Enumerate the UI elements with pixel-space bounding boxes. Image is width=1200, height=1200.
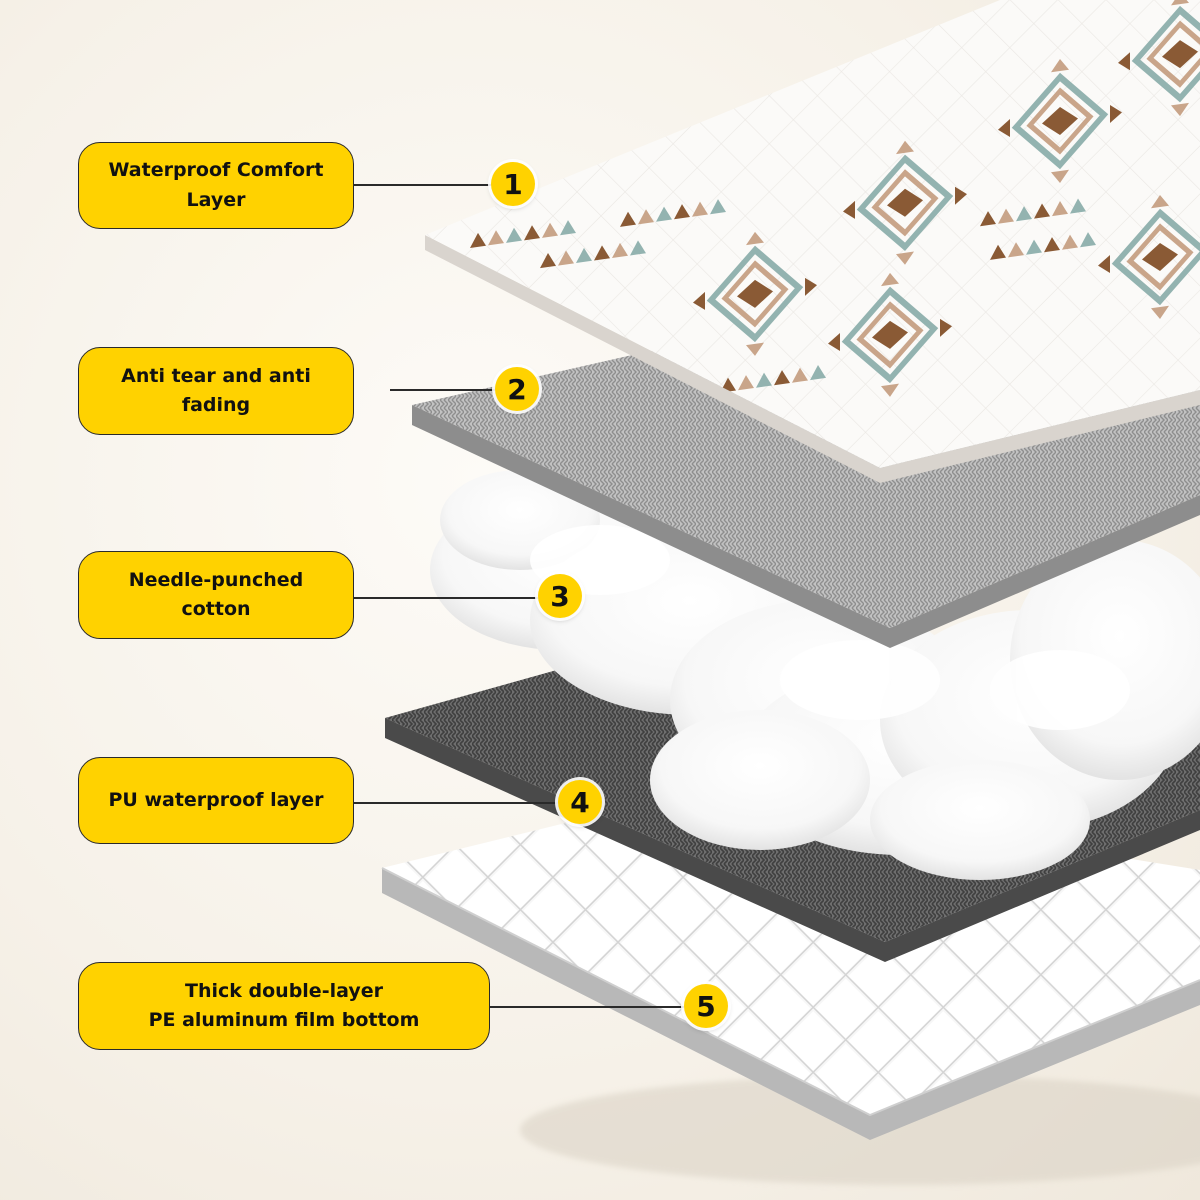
connector-layer-4: [354, 802, 560, 804]
label-layer-2-text: Anti tear and anti fading: [121, 364, 311, 416]
connector-layer-1: [354, 184, 494, 186]
badge-layer-3: 3: [538, 574, 582, 618]
label-layer-5: Thick double-layer PE aluminum film bott…: [78, 962, 490, 1050]
badge-layer-2: 2: [495, 367, 539, 411]
label-layer-5-line-2: PE aluminum film bottom: [148, 1009, 420, 1031]
connector-layer-2: [390, 389, 498, 391]
label-layer-1-text: Waterproof Comfort Layer: [108, 159, 324, 211]
label-layer-4-text: PU waterproof layer: [108, 788, 324, 811]
label-layer-3: Needle-punched cotton: [78, 551, 354, 639]
badge-layer-5: 5: [684, 984, 728, 1028]
label-layer-5-line-1: Thick double-layer: [185, 979, 383, 1002]
badge-layer-1: 1: [491, 162, 535, 206]
connector-layer-5: [490, 1006, 686, 1008]
layer-1-comfort-top: [425, 0, 1200, 483]
connector-layer-3: [354, 597, 540, 599]
label-layer-4: PU waterproof layer: [78, 757, 354, 844]
label-layer-2: Anti tear and anti fading: [78, 347, 354, 435]
badge-layer-4: 4: [558, 780, 602, 824]
label-layer-1: Waterproof Comfort Layer: [78, 142, 354, 229]
label-layer-3-text: Needle-punched cotton: [128, 568, 304, 620]
